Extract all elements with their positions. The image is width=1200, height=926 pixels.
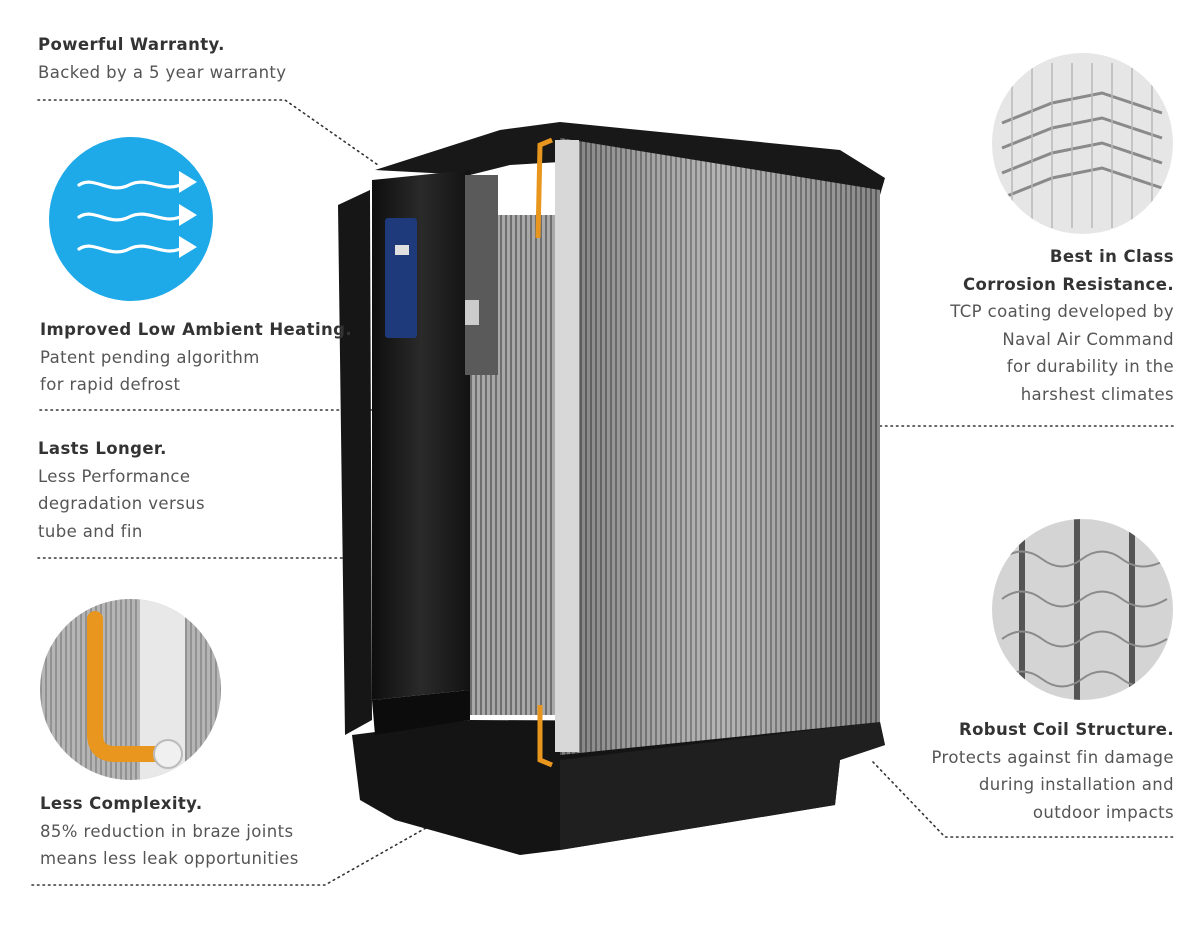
low-ambient-line: Patent pending algorithm <box>40 347 260 367</box>
lasts-longer-line: tube and fin <box>38 521 143 541</box>
less-complexity-title: Less Complexity. <box>40 794 203 813</box>
less-complexity-line: means less leak opportunities <box>40 849 299 868</box>
corrosion-title-line1: Best in Class <box>1049 247 1174 266</box>
lasts-longer-line: Less Performance <box>38 466 191 486</box>
less-complexity-line: 85% reduction in braze joints <box>40 821 294 841</box>
leader-line-less-complexity <box>31 819 441 886</box>
braze-joint-image <box>40 599 221 780</box>
coil-title: Robust Coil Structure. <box>958 720 1174 739</box>
corrosion-line: TCP coating developed by <box>950 302 1174 321</box>
callout-coil: Robust Coil Structure. Protects against … <box>931 716 1174 826</box>
corrosion-line: Naval Air Command <box>1002 329 1174 349</box>
callout-less-complexity: Less Complexity. 85% reduction in braze … <box>40 790 299 873</box>
coil-line: outdoor impacts <box>1032 802 1174 822</box>
lasts-longer-title: Lasts Longer. <box>38 439 167 458</box>
callout-low-ambient: Improved Low Ambient Heating. Patent pen… <box>40 316 352 399</box>
corrosion-line: harshest climates <box>1020 384 1174 404</box>
warranty-line: Backed by a 5 year warranty <box>38 62 287 82</box>
corrosion-title-line2: Corrosion Resistance. <box>963 274 1174 294</box>
coil-line: during installation and <box>978 775 1174 794</box>
airflow-icon-circle <box>49 137 213 301</box>
callout-warranty: Powerful Warranty. Backed by a 5 year wa… <box>38 31 286 86</box>
low-ambient-line: for rapid defrost <box>40 375 181 394</box>
leader-line-warranty <box>37 99 379 166</box>
lasts-longer-line: degradation versus <box>38 494 205 513</box>
low-ambient-title: Improved Low Ambient Heating. <box>40 320 353 339</box>
corrosion-line: for durability in the <box>1006 357 1174 376</box>
leader-line-coil <box>872 761 1176 838</box>
callout-corrosion: Best in Class Corrosion Resistance. TCP … <box>950 243 1174 408</box>
coil-closeup-image <box>992 519 1173 700</box>
coil-line: Protects against fin damage <box>931 747 1174 767</box>
callout-lasts-longer: Lasts Longer. Less Performance degradati… <box>38 435 205 545</box>
fin-closeup-image <box>992 53 1173 234</box>
warranty-title: Powerful Warranty. <box>38 35 225 54</box>
airflow-arrows-icon <box>77 171 197 258</box>
